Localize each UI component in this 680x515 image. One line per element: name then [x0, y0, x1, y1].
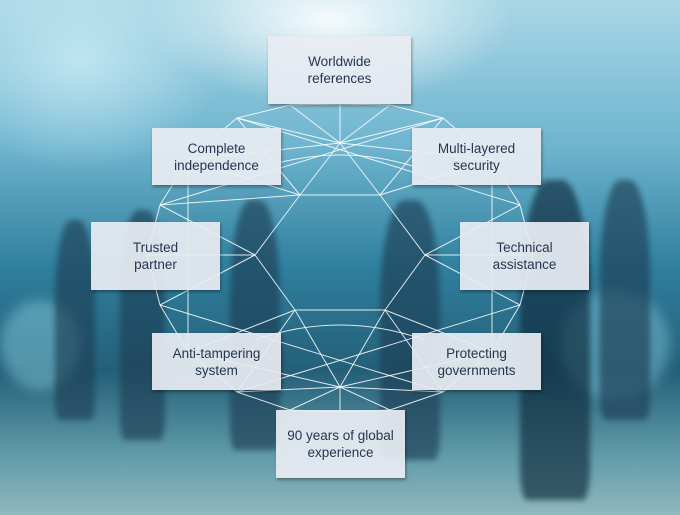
- node-trusted-partner: Trusted partner: [91, 222, 220, 290]
- node-label: Worldwide: [308, 54, 371, 69]
- mesh-line: [159, 117, 444, 206]
- mesh-line: [236, 391, 291, 411]
- crowd-figure: [55, 220, 95, 420]
- mesh-line: [236, 117, 341, 144]
- mesh-line: [379, 194, 426, 256]
- node-technical-assistance: Technical assistance: [460, 222, 589, 290]
- mesh-line: [339, 117, 444, 144]
- node-label: experience: [307, 445, 374, 460]
- crowd-figure: [600, 180, 650, 420]
- mesh-line: [339, 386, 444, 393]
- mesh-line: [384, 254, 426, 311]
- mesh-line: [294, 309, 341, 388]
- mesh-line: [159, 194, 301, 206]
- node-label: Anti-tampering: [172, 345, 261, 361]
- mesh-line: [236, 386, 341, 393]
- mesh-line: [236, 117, 521, 206]
- mesh-line: [299, 142, 341, 196]
- node-label: partner: [134, 257, 177, 272]
- node-label: Trusted: [132, 240, 179, 255]
- node-label: Complete: [187, 140, 246, 156]
- node-label: references: [307, 71, 372, 86]
- node-label: assistance: [492, 257, 557, 272]
- node-label: governments: [437, 362, 516, 378]
- node-label: 90 years of global: [287, 428, 394, 443]
- mesh-line: [254, 194, 301, 256]
- mesh-line: [254, 254, 296, 311]
- node-label: system: [195, 362, 238, 378]
- node-worldwide-references: Worldwide references: [268, 36, 411, 104]
- node-label: independence: [174, 157, 259, 173]
- mesh-line: [339, 142, 381, 196]
- mesh-line: [289, 386, 341, 411]
- mesh-line: [159, 304, 444, 393]
- mesh-line: [339, 103, 391, 106]
- mesh-line: [339, 309, 386, 388]
- mesh-line: [339, 386, 391, 411]
- crowd-figure: [230, 200, 280, 450]
- mesh-line: [236, 104, 291, 119]
- mesh-line: [389, 104, 444, 119]
- node-label: Protecting: [446, 345, 507, 361]
- node-label: Multi-layered: [437, 140, 516, 156]
- node-label: Technical: [496, 240, 553, 255]
- node-90-years-experience: 90 years of global experience: [276, 410, 405, 478]
- mesh-line: [389, 391, 444, 411]
- mesh-line: [289, 104, 341, 144]
- node-label: security: [453, 157, 500, 173]
- mesh-line: [289, 103, 341, 106]
- mesh-line: [236, 304, 521, 393]
- mesh-line: [339, 104, 391, 144]
